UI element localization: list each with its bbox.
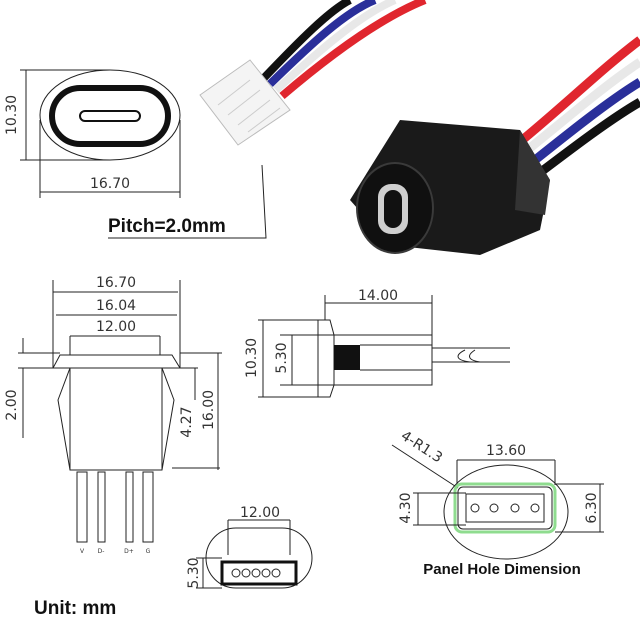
panel-outer-height-label: 6.30 <box>584 492 600 523</box>
connector-photo <box>350 120 550 255</box>
unit-label: Unit: mm <box>34 598 116 619</box>
wire-harness <box>259 0 640 188</box>
top-view: 10.30 16.70 <box>4 69 181 198</box>
pin-label-d-minus: D- <box>98 548 105 555</box>
side-profile-view: 14.00 10.30 5.30 <box>244 288 510 398</box>
pitch-label: Pitch=2.0mm <box>108 216 226 237</box>
profile-height-label: 10.30 <box>244 338 260 378</box>
jst-housing <box>199 59 291 146</box>
panel-inner-height-label: 4.30 <box>398 492 414 523</box>
pin-label-v: V <box>80 548 85 555</box>
top-view-height-label: 10.30 <box>4 95 20 135</box>
body-width-label: 16.04 <box>96 298 136 314</box>
bottom-height-label: 5.30 <box>186 557 202 588</box>
panel-radius-label: 4-R1.3 <box>398 428 445 466</box>
total-height-label: 16.00 <box>201 390 217 430</box>
pitch-callout: Pitch=2.0mm <box>108 164 267 239</box>
panel-hole-view: 13.60 4-R1.3 4.30 6.30 Panel Hole Dimens… <box>391 428 604 578</box>
panel-width-label: 13.60 <box>486 443 526 459</box>
front-side-view: 16.70 16.04 12.00 V D- D+ G 2.00 4.27 <box>4 275 222 555</box>
flange-height-label: 2.00 <box>4 389 20 420</box>
pin-label-d-plus: D+ <box>124 548 134 555</box>
bottom-width-label: 12.00 <box>240 505 280 521</box>
bottom-view: 12.00 5.30 <box>186 505 313 589</box>
length-label: 14.00 <box>358 288 398 304</box>
pins: V D- D+ G <box>76 471 154 555</box>
inner-width-label: 12.00 <box>96 319 136 335</box>
clip-height-label: 4.27 <box>179 406 195 437</box>
panel-hole-title: Panel Hole Dimension <box>423 561 581 578</box>
port-height-label: 5.30 <box>274 342 290 373</box>
pin-label-g: G <box>146 548 151 555</box>
top-view-width-label: 16.70 <box>90 176 130 192</box>
flange-width-label: 16.70 <box>96 275 136 291</box>
